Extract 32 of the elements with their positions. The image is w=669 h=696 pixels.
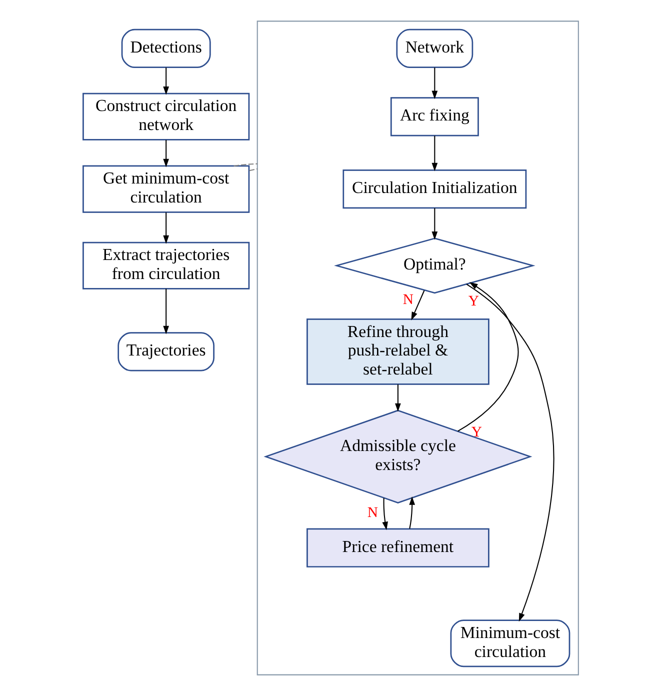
arrow (408, 496, 415, 529)
arrow (162, 140, 169, 168)
connector (233, 163, 257, 167)
cluster (256, 20, 578, 676)
node-box: Price refinement (306, 528, 489, 568)
arrow (162, 212, 169, 244)
edge-label: Y (468, 294, 478, 310)
node-box: Trajectories (117, 332, 214, 372)
arrow (466, 284, 554, 622)
node-box: Arc fixing (390, 97, 478, 136)
arrow (162, 288, 169, 334)
arrow (410, 290, 424, 320)
node-box: Minimum-cost circulation (450, 620, 570, 668)
arrow (162, 68, 169, 95)
node-box: Network (396, 28, 473, 68)
node-box: Detections (120, 28, 210, 68)
edge-label: N (402, 292, 413, 308)
node-box: Get minimum-cost circulation (82, 165, 250, 213)
arrow (394, 384, 400, 412)
node-box: Circulation Initialization (342, 169, 526, 209)
arrow (431, 136, 438, 172)
arrow (431, 208, 438, 240)
edge-label: Y (470, 424, 482, 440)
edge-label: N (366, 505, 378, 522)
node-diamond: Optimal? (334, 238, 535, 294)
arrow (457, 282, 518, 432)
node-box: Refine through push-relabel & set-relabel (306, 318, 489, 385)
node-box: Extract trajectories from circulation (82, 242, 250, 290)
connector (248, 168, 257, 172)
arrow (382, 498, 388, 530)
arrow (431, 68, 438, 100)
node-box: Construct circulation network (82, 92, 250, 140)
